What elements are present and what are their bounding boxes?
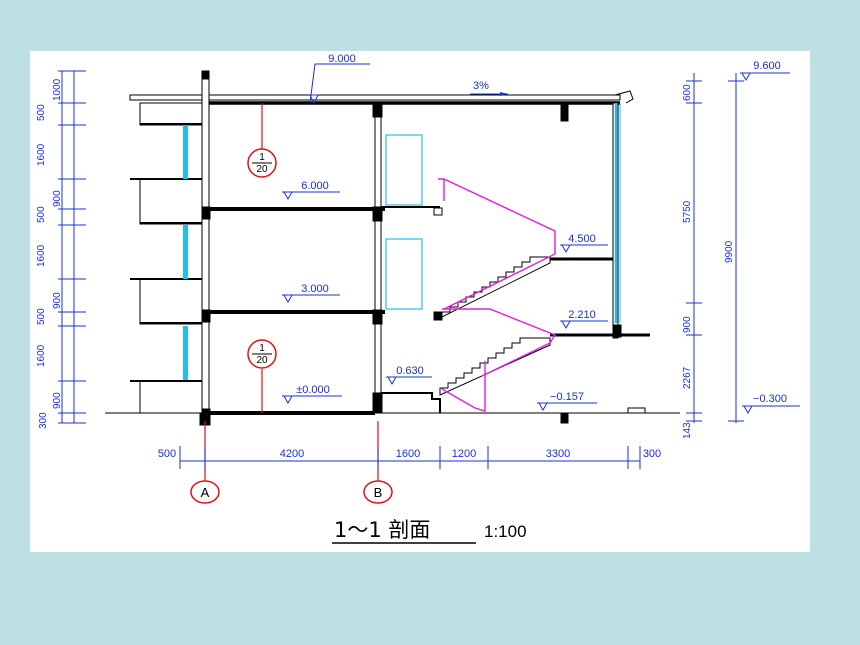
column-b-roof bbox=[372, 102, 383, 118]
elev-outdoor-step: −0.157 bbox=[550, 391, 584, 403]
axis-bubble-b: B bbox=[363, 480, 393, 504]
right-dim-2: 2267 bbox=[682, 366, 693, 389]
left-dim-4: 500 bbox=[36, 308, 47, 325]
door-f2 bbox=[385, 238, 423, 310]
door-f3 bbox=[385, 134, 423, 206]
structure bbox=[105, 70, 680, 426]
railing-lower bbox=[442, 308, 557, 377]
elev-entry-step: 0.630 bbox=[396, 365, 424, 377]
right-dim-5: 600 bbox=[682, 84, 693, 101]
right-dim-1: 143 bbox=[682, 422, 693, 439]
outer-wall-left bbox=[201, 70, 210, 424]
elev-roof-top: 9.000 bbox=[328, 53, 356, 65]
window-f1 bbox=[183, 326, 188, 380]
wall-top-cap bbox=[201, 70, 210, 80]
axis-label-b: B bbox=[374, 485, 383, 500]
right-dim-4: 5750 bbox=[682, 200, 693, 223]
elev-landing-upper: 4.500 bbox=[568, 233, 596, 245]
section-drawing-panel: 1 20 1 20 A B 9.000 3% 6.000 3.000 bbox=[30, 51, 810, 552]
detail-callout-1: 1 20 bbox=[247, 148, 277, 178]
elev-landing-lower: 2.210 bbox=[568, 309, 596, 321]
left-dim-3: 1600 bbox=[36, 344, 47, 367]
callout-2-number: 1 bbox=[259, 343, 265, 354]
right-dimension-chain: 143 2267 900 5750 600 9900 bbox=[682, 73, 744, 439]
callout-1-number: 1 bbox=[259, 152, 265, 163]
window-f3 bbox=[183, 125, 188, 179]
drawing-title: 1～1 剖面 1:100 bbox=[332, 518, 527, 544]
axis-label-a: A bbox=[201, 485, 210, 500]
right-dim-3: 900 bbox=[682, 316, 693, 333]
balcony-f1 bbox=[139, 380, 203, 414]
railing-upper bbox=[438, 178, 556, 310]
bottom-dim-5: 3300 bbox=[546, 448, 570, 460]
bottom-dim-3: 1600 bbox=[396, 448, 420, 460]
column-right-bottom bbox=[560, 412, 569, 424]
landing-f2-column bbox=[433, 311, 443, 321]
elev-parapet-top: 9.600 bbox=[753, 60, 781, 72]
column-right-mid bbox=[612, 324, 622, 338]
bottom-dim-4: 1200 bbox=[452, 448, 476, 460]
right-dim-total: 9900 bbox=[724, 240, 735, 263]
right-dim-ticks bbox=[686, 80, 744, 422]
left-dim-11: 1000 bbox=[52, 78, 63, 101]
bottom-dim-ticks bbox=[179, 446, 641, 469]
left-dim-10: 500 bbox=[36, 104, 47, 121]
bottom-dimension-chain: 500 4200 1600 1200 3300 300 bbox=[158, 446, 661, 469]
bottom-dim-1: 500 bbox=[158, 448, 176, 460]
balcony-f3 bbox=[139, 178, 203, 225]
building-section-drawing: 1 20 1 20 A B 9.000 3% 6.000 3.000 bbox=[36, 53, 800, 544]
elev-roof-slope: 3% bbox=[473, 80, 489, 92]
left-dim-8: 900 bbox=[52, 190, 63, 207]
openings bbox=[183, 103, 621, 380]
left-dim-2: 900 bbox=[52, 392, 63, 409]
column-b-f2 bbox=[372, 309, 383, 325]
roof-slab bbox=[129, 94, 621, 101]
left-dim-9: 1600 bbox=[36, 143, 47, 166]
left-dim-5: 900 bbox=[52, 292, 63, 309]
outdoor-step bbox=[618, 407, 680, 414]
left-dimension-chain: 300 900 1600 500 900 1600 500 900 1600 5… bbox=[36, 70, 86, 429]
detail-callout-2: 1 20 bbox=[247, 339, 277, 369]
elev-outdoor-ground: −0.300 bbox=[753, 393, 787, 405]
balcony-f2 bbox=[139, 278, 203, 325]
left-dim-7: 500 bbox=[36, 206, 47, 223]
axis-bubble-a: A bbox=[190, 480, 220, 504]
callout-1-sheet: 20 bbox=[256, 164, 268, 175]
stair-flight-lower bbox=[439, 337, 551, 396]
left-dim-6: 1600 bbox=[36, 244, 47, 267]
title-scale: 1:100 bbox=[484, 522, 527, 541]
stair-flight-upper bbox=[441, 256, 551, 318]
elev-ground-floor: ±0.000 bbox=[296, 384, 330, 396]
column-b-f3 bbox=[372, 206, 383, 222]
left-dim-ticks bbox=[58, 70, 86, 424]
landing-f3-edge bbox=[433, 207, 443, 216]
balcony-top bbox=[139, 102, 203, 126]
elev-floor-3: 6.000 bbox=[301, 180, 329, 192]
title-main: 1～1 剖面 bbox=[334, 518, 430, 542]
left-dim-1: 300 bbox=[38, 412, 49, 429]
entry-step bbox=[381, 392, 441, 413]
elevation-marks: 9.000 3% 6.000 3.000 ±0.000 4.500 2.210 … bbox=[282, 53, 800, 415]
bottom-dim-2: 4200 bbox=[280, 448, 304, 460]
roof-parapet-right bbox=[614, 90, 634, 104]
callout-2-sheet: 20 bbox=[256, 355, 268, 366]
railings bbox=[438, 178, 557, 412]
bottom-dim-6: 300 bbox=[643, 448, 661, 460]
railing-bottom bbox=[441, 361, 486, 412]
column-b-f1 bbox=[372, 392, 383, 414]
axis-lines bbox=[204, 103, 379, 481]
column-right-top bbox=[560, 102, 569, 122]
elev-floor-2: 3.000 bbox=[301, 283, 329, 295]
window-f2 bbox=[183, 225, 188, 279]
interior-wall-b bbox=[374, 102, 382, 414]
